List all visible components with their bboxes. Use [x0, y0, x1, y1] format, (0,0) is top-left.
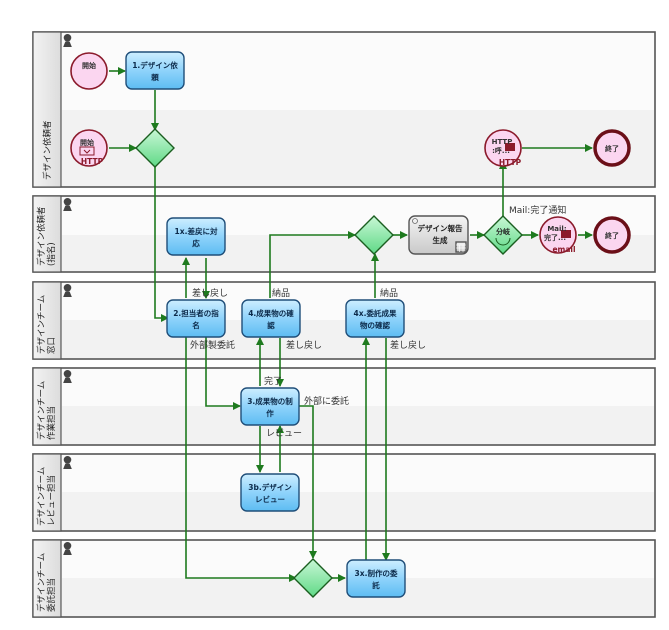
http-call-label: :呼... [492, 146, 510, 155]
gear-icon [412, 218, 418, 224]
http-start-event[interactable]: 開始 HTTP [70, 129, 108, 167]
end-event-label: 終了 [605, 144, 619, 153]
end-event[interactable]: 終了 [593, 216, 631, 254]
task-label: 物の確認 [360, 320, 390, 330]
task-design-review[interactable]: 3b.デザイン レビュー [240, 473, 300, 512]
flow-label-review: レビュー [266, 428, 302, 439]
task-design-request[interactable]: 1.デザイン依 頼 [125, 51, 185, 90]
sequence-flows [109, 67, 593, 582]
task-label: 名 [192, 320, 200, 330]
flow-label-outsource-self: 外部製委託 [190, 339, 235, 351]
lane-design-team-desk: デザインチーム窓口 [32, 281, 656, 360]
flow-labels: Mail:完了通知 差し戻し 外部製委託 納品 差し戻し 納品 差し戻し 完了 … [190, 204, 566, 439]
task-label: レビュー [255, 494, 285, 504]
gateway[interactable] [354, 215, 394, 255]
lane-label: デザイン依頼者(指名) [36, 206, 57, 266]
task-label: 作 [266, 408, 274, 418]
task-label: 2.担当者の指 [173, 308, 219, 318]
lane-label: デザインチーム作業担当 [36, 381, 57, 440]
lane-label: デザインチーム委託担当 [36, 553, 57, 612]
flow-label-outsource: 外部に委託 [304, 395, 349, 407]
flow-t2-to-t3 [205, 337, 241, 410]
task-label: 3b.デザイン [248, 482, 292, 492]
task-label: 1.デザイン依 [132, 60, 178, 70]
task-label: 生成 [433, 235, 448, 245]
lane-label: デザインチーム窓口 [36, 295, 57, 354]
calculator-icon [455, 241, 467, 253]
http-badge: HTTP [81, 157, 104, 166]
split-gateway-label: 分岐 [496, 227, 511, 236]
http-call-event[interactable]: HTTP :呼... HTTP [484, 129, 522, 167]
task-label: 3.成果物の制 [247, 396, 293, 406]
start-event-label: 開始 [82, 61, 96, 70]
flow-label-mail-notify: Mail:完了通知 [509, 204, 566, 216]
task-label: デザイン報告 [418, 223, 463, 233]
envelope-icon [505, 143, 515, 151]
task-produce-deliverable[interactable]: 3.成果物の制 作 [240, 387, 300, 426]
task-label: 1x.差戻に対 [175, 226, 218, 236]
task-handle-sendback[interactable]: 1x.差戻に対 応 [166, 217, 226, 256]
split-gateway[interactable]: 分岐 [483, 215, 523, 255]
flow-label-complete: 完了 [264, 375, 282, 387]
lane-design-team-worker: デザインチーム作業担当 [32, 367, 656, 446]
task-label: 託 [372, 580, 380, 590]
end-event-label: 終了 [605, 231, 619, 240]
flow-t3-to-gw3 [299, 405, 317, 559]
mail-label: 完了... [544, 233, 566, 242]
task-check-outsourced-deliverable[interactable]: 4x.委託成果 物の確認 [345, 299, 405, 338]
task-label: 3x.制作の委 [355, 568, 398, 578]
task-label: 応 [192, 238, 200, 248]
task-outsource-production[interactable]: 3x.制作の委 託 [346, 559, 406, 598]
start-event-label: 開始 [80, 138, 94, 147]
flow-t2-to-gw3 [185, 337, 297, 582]
lane-label: デザインチームレビュー担当 [36, 467, 57, 526]
lane-design-requester-named: デザイン依頼者(指名) [32, 195, 656, 273]
http-badge: HTTP [499, 158, 522, 167]
task-label: 認 [267, 320, 275, 330]
lane-design-team-reviewer: デザインチームレビュー担当 [32, 453, 656, 532]
email-badge: email [552, 245, 575, 254]
http-call-label: HTTP [492, 138, 513, 146]
gateway[interactable] [135, 128, 175, 168]
lane-design-requester: デザイン依頼者 [32, 31, 656, 188]
flow-label-sendback: 差し戻し [390, 339, 426, 351]
flow-label-sendback: 差し戻し [286, 339, 322, 351]
flow-label-sendback: 差し戻し [192, 287, 228, 299]
task-generate-design-report[interactable]: デザイン報告 生成 [408, 215, 469, 255]
task-assign-worker[interactable]: 2.担当者の指 名 [166, 299, 226, 338]
mail-label: Mail: [547, 225, 566, 233]
flow-gw1-to-t2 [154, 167, 169, 322]
start-event[interactable]: 開始 [70, 52, 108, 90]
envelope-icon [561, 230, 571, 238]
flow-label-deliver: 納品 [380, 287, 398, 299]
task-label: 4x.委託成果 [354, 308, 397, 318]
mail-event[interactable]: Mail: 完了... email [539, 216, 577, 254]
task-label: 4.成果物の確 [248, 308, 294, 318]
flow-t4-to-gw2 [269, 231, 356, 298]
task-check-deliverable[interactable]: 4.成果物の確 認 [241, 299, 301, 338]
envelope-icon [79, 146, 95, 156]
task-label: 頼 [150, 72, 159, 82]
lane-label: デザイン依頼者 [42, 120, 53, 180]
end-event[interactable]: 終了 [593, 129, 631, 167]
flow-label-deliver: 納品 [272, 287, 290, 299]
gateway[interactable] [293, 558, 333, 598]
